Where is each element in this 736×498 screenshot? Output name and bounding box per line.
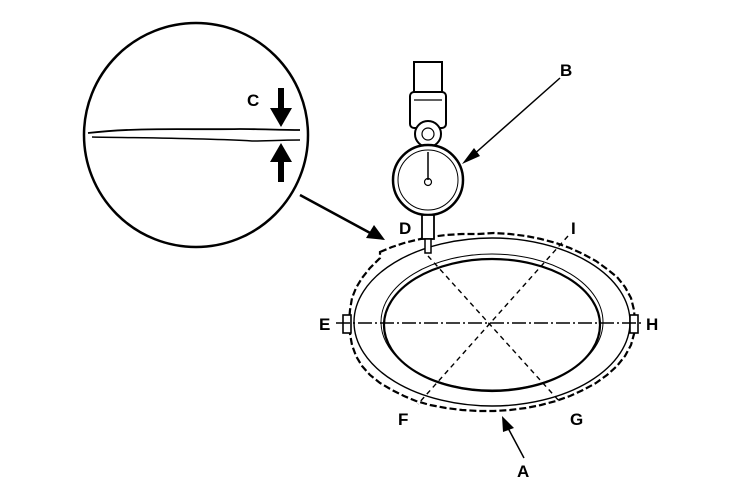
axis-i-f	[417, 235, 569, 405]
indicator-stand-rod	[413, 61, 443, 93]
label-i: I	[571, 219, 576, 238]
clutch-plate	[342, 231, 639, 413]
detail-pointer-arrow	[299, 193, 385, 240]
gap-arrow-down	[270, 88, 292, 127]
label-f: F	[398, 410, 408, 429]
label-e: E	[319, 315, 330, 334]
label-d: D	[399, 219, 411, 238]
gap-arrow-up	[270, 143, 292, 182]
plate-edge-line-upper	[87, 128, 301, 134]
plate-outer-toothed-edge	[347, 231, 637, 413]
label-b: B	[560, 61, 572, 80]
label-g: G	[570, 410, 583, 429]
axis-d-g	[427, 255, 561, 403]
label-h: H	[646, 315, 658, 334]
indicator-stem	[421, 214, 435, 240]
plate-inner-bore	[382, 257, 602, 393]
tab-right	[629, 314, 639, 334]
magnifier-circle	[82, 21, 310, 249]
indicator-plunger	[424, 238, 432, 254]
label-a: A	[517, 462, 529, 481]
magnified-detail-view	[82, 21, 310, 249]
dial-indicator	[391, 61, 465, 254]
label-c: C	[247, 91, 259, 110]
tab-left	[342, 314, 352, 334]
plate-edge-line-lower	[91, 136, 301, 142]
indicator-clamp-knob	[414, 120, 442, 148]
measurement-axes	[336, 235, 642, 405]
leader-b	[462, 77, 561, 164]
leader-a	[502, 416, 525, 459]
plate-inner-bore-shadow	[380, 253, 604, 391]
